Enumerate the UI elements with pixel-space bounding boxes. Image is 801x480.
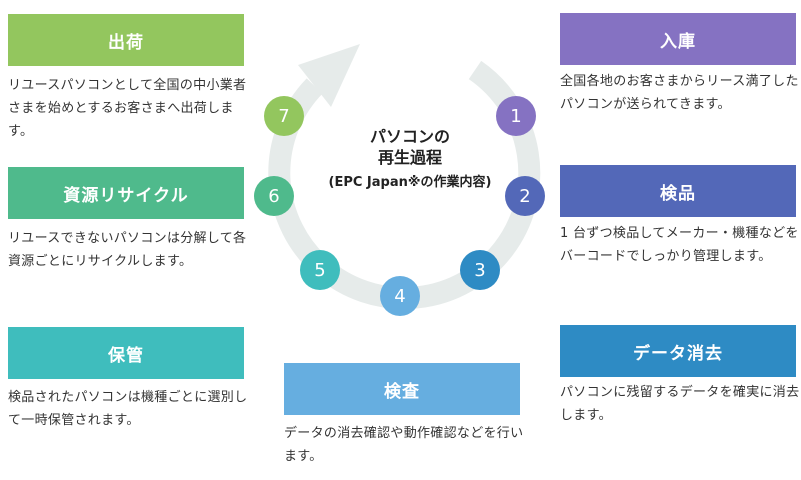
step-desc-data-erasure: パソコンに残留するデータを確実に消去します。 xyxy=(560,385,800,423)
step-number-4: 4 xyxy=(380,276,420,316)
step-number-1: 1 xyxy=(496,96,536,136)
step-title-checking: 検品 xyxy=(560,165,796,217)
cycle-arrow-head xyxy=(298,44,360,107)
center-subtitle: (EPC Japan※の作業内容) xyxy=(328,175,492,190)
step-title-shipping: 出荷 xyxy=(8,14,244,66)
step-title-recycling: 資源リサイクル xyxy=(8,167,244,219)
step-number-2: 2 xyxy=(505,176,545,216)
center-title-line2: 再生過程 xyxy=(377,148,442,167)
step-desc-storage: 検品されたパソコンは機種ごとに選別して一時保管されます。 xyxy=(8,390,248,428)
center-title-line1: パソコンの xyxy=(369,127,450,146)
step-desc-shipping: リユースパソコンとして全国の中小業者さまを始めとするお客さまへ出荷します。 xyxy=(8,78,247,139)
step-number-6: 6 xyxy=(254,176,294,216)
step-desc-receiving: 全国各地のお客さまからリース満了したパソコンが送られてきます。 xyxy=(560,74,799,112)
step-title-storage: 保管 xyxy=(8,327,244,379)
step-number-5: 5 xyxy=(300,250,340,290)
step-desc-checking: 1 台ずつ検品してメーカー・機種などをバーコードでしっかり管理します。 xyxy=(560,226,799,264)
step-title-data-erasure: データ消去 xyxy=(560,325,796,377)
step-desc-inspection: データの消去確認や動作確認などを行います。 xyxy=(284,426,524,464)
center-label: パソコンの 再生過程 (EPC Japan※の作業内容) xyxy=(300,126,520,193)
step-number-7: 7 xyxy=(264,96,304,136)
step-desc-recycling: リユースできないパソコンは分解して各資源ごとにリサイクルします。 xyxy=(8,231,247,269)
step-title-inspection: 検査 xyxy=(284,363,520,415)
step-number-3: 3 xyxy=(460,250,500,290)
step-title-receiving: 入庫 xyxy=(560,13,796,65)
